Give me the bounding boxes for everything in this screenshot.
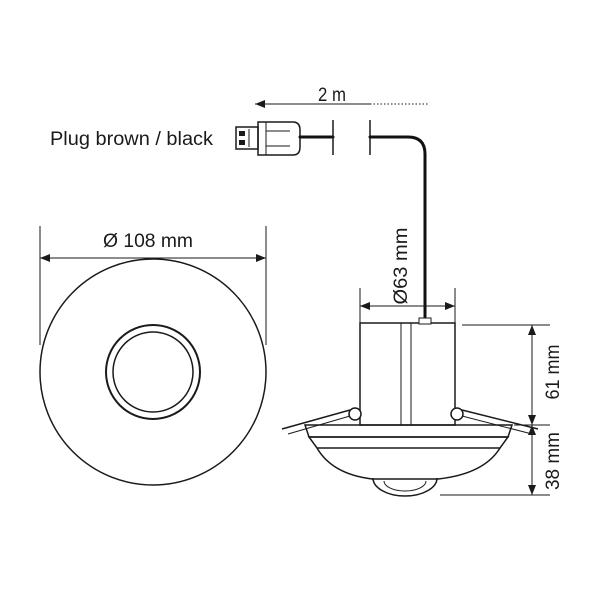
plug-pin-housing — [235, 126, 259, 150]
plug-connector — [235, 121, 301, 156]
body-diameter-dimension: Ø63 mm — [359, 228, 456, 323]
spring-clip-left-upper — [281, 409, 351, 430]
body-diameter-label: Ø63 mm — [391, 228, 412, 305]
cable-segment-sensor — [368, 135, 427, 324]
plug-body — [257, 121, 301, 156]
spring-clip-right-upper — [461, 409, 539, 430]
cable-entry — [418, 317, 432, 325]
cover-flange-top — [303, 424, 514, 438]
cover-diameter-label: Ø 108 mm — [103, 231, 193, 252]
cover-top-view — [39, 258, 267, 486]
cable — [298, 120, 427, 324]
lens-ring-outer — [105, 324, 201, 420]
lens-ring-inner — [112, 331, 194, 413]
plug-label: Plug brown / black — [50, 129, 214, 150]
cover-height-label: 38 mm — [543, 432, 564, 490]
sensor-side-view — [281, 317, 539, 497]
plug-pin-2 — [239, 140, 245, 145]
cable-length-label: 2 m — [318, 85, 346, 106]
spring-pivot-right — [450, 407, 464, 421]
cable-length-dimension: 2 m — [255, 85, 429, 108]
sensor-housing — [359, 322, 456, 426]
spring-pivot-left — [348, 407, 362, 421]
cover-dome — [316, 447, 501, 480]
cover-diameter-dimension: Ø 108 mm — [39, 226, 267, 345]
lens-dome-highlight — [383, 480, 427, 492]
cover-flange-bevel — [307, 436, 510, 449]
height-dimensions: 61 mm 38 mm — [440, 324, 564, 496]
cover-outer-circle — [39, 258, 267, 486]
plug-pin-1 — [239, 131, 245, 136]
body-height-label: 61 mm — [543, 345, 564, 400]
lens-dome — [372, 477, 438, 497]
